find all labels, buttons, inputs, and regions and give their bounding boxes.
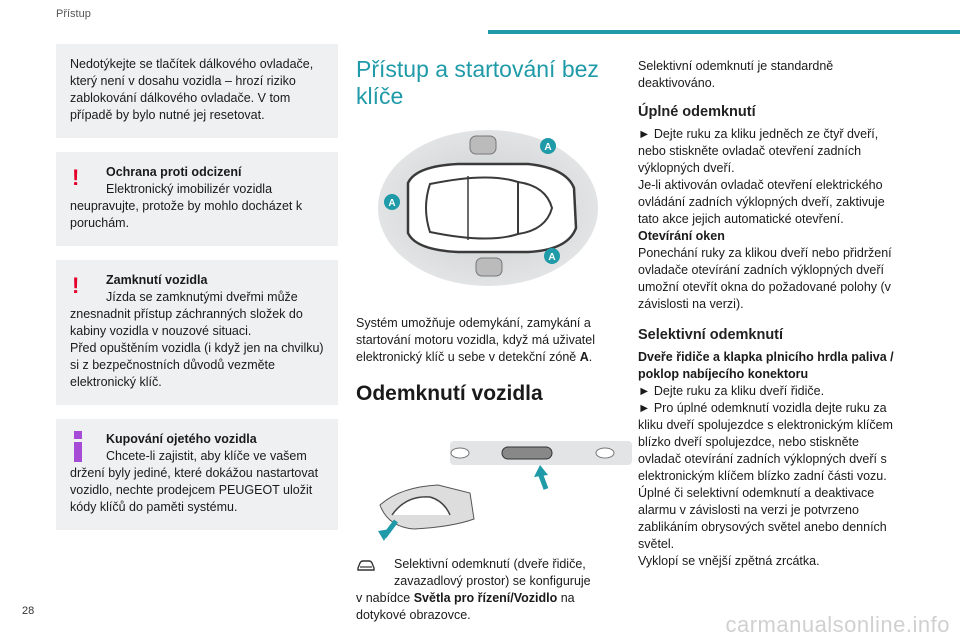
zone-label-a: A bbox=[388, 198, 395, 209]
warning-box-locking-text2: znesnadnit přístup záchranných složek do… bbox=[70, 307, 303, 338]
page-number: 28 bbox=[22, 605, 35, 617]
middle-column: Přístup a startování bez klíče A A A Sys… bbox=[356, 56, 632, 624]
info-box-title: Kupování ojetého vozidla bbox=[106, 432, 257, 446]
warning-box-theft-text2: neupravujte, protože by mohlo docházet k… bbox=[70, 199, 303, 230]
watermark: carmanualsonline.info bbox=[725, 612, 950, 637]
car-detection-zone-illustration: A A A bbox=[378, 130, 598, 286]
note-pre: v nabídce bbox=[356, 591, 411, 605]
note-post: na dotykové obrazovce. bbox=[356, 591, 575, 622]
intro-zone-ref: A bbox=[579, 350, 589, 364]
selective-unlock-subtitle: Dveře řidiče a klapka plnicího hrdla pal… bbox=[638, 350, 894, 381]
full-unlock-step: ► Dejte ruku za kliku jedněch ze čtyř dv… bbox=[638, 127, 879, 175]
header-accent-bar bbox=[488, 30, 960, 34]
note-line1: Selektivní odemknutí (dveře řidiče, bbox=[394, 557, 586, 571]
selective-confirmation: Úplné či selektivní odemknutí a deaktiva… bbox=[638, 486, 887, 551]
header-section-title: Přístup bbox=[56, 8, 91, 20]
note-continuation: v nabídce Světla pro řízení/Vozidlo na d… bbox=[356, 590, 624, 624]
selective-step2: ► Pro úplné odemknutí vozidla dejte ruku… bbox=[638, 401, 893, 483]
full-unlock-tailgate: Je-li aktivován ovladač otevření elektri… bbox=[638, 178, 885, 226]
warning-box-locking-text3: Před opuštěním vozidla (i když jen na ch… bbox=[70, 341, 324, 389]
zone-label-a: A bbox=[544, 142, 551, 153]
selective-default-text: Selektivní odemknutí je standardně deakt… bbox=[638, 59, 834, 90]
car-settings-icon bbox=[357, 560, 375, 571]
intro-text: Systém umožňuje odemykání, zamykání a st… bbox=[356, 316, 595, 364]
selective-unlock-note: Selektivní odemknutí (dveře řidiče, zava… bbox=[356, 556, 624, 590]
warning-box-theft-text1: Elektronický imobilizér vozidla bbox=[106, 182, 273, 196]
open-windows-title: Otevírání oken bbox=[638, 229, 725, 243]
note-box-remote: Nedotýkejte se tlačítek dálkového ovlada… bbox=[56, 44, 338, 138]
full-unlock-title: Úplné odemknutí bbox=[638, 104, 756, 120]
note-line2: zavazadlový prostor) se konfiguruje bbox=[394, 574, 591, 588]
warning-icon: ! bbox=[72, 273, 80, 298]
info-box-text2: držení byly jediné, které dokážou nastar… bbox=[70, 466, 319, 514]
warning-box-locking-title: Zamknutí vozidla bbox=[106, 273, 208, 287]
mirrors-text: Vyklopí se vnější zpětná zrcátka. bbox=[638, 554, 820, 568]
info-box-text1: Chcete-li zajistit, aby klíče ve vašem bbox=[106, 449, 307, 463]
note-box-remote-text: Nedotýkejte se tlačítek dálkového ovlada… bbox=[70, 57, 314, 122]
warning-box-locking: ! Zamknutí vozidla Jízda se zamknutými d… bbox=[56, 260, 338, 405]
intro-text-end: . bbox=[588, 350, 593, 364]
door-handle-hand-illustration bbox=[378, 441, 632, 541]
selective-unlock-title: Selektivní odemknutí bbox=[638, 327, 784, 343]
section-title-keyless: Přístup a startování bez klíče bbox=[356, 56, 599, 109]
section-title-unlock: Odemknutí vozidla bbox=[356, 382, 543, 405]
info-box-used-vehicle: Kupování ojetého vozidla Chcete-li zajis… bbox=[56, 419, 338, 530]
warning-box-theft: ! Ochrana proti odcizení Elektronický im… bbox=[56, 152, 338, 246]
note-menu-path: Světla pro řízení/Vozidlo bbox=[413, 591, 558, 605]
selective-step1: ► Dejte ruku za kliku dveří řidiče. bbox=[638, 384, 825, 398]
right-column: Selektivní odemknutí je standardně deakt… bbox=[638, 58, 904, 570]
warning-icon: ! bbox=[72, 165, 80, 190]
intro-paragraph: Systém umožňuje odemykání, zamykání a st… bbox=[356, 315, 624, 366]
open-windows-text: Ponechání ruky za klikou dveří nebo přid… bbox=[638, 246, 892, 311]
info-icon bbox=[74, 431, 82, 463]
warning-box-locking-text1: Jízda se zamknutými dveřmi může bbox=[106, 290, 298, 304]
left-column: Nedotýkejte se tlačítek dálkového ovlada… bbox=[56, 44, 338, 544]
zone-label-a: A bbox=[548, 252, 555, 263]
warning-box-theft-title: Ochrana proti odcizení bbox=[106, 165, 242, 179]
